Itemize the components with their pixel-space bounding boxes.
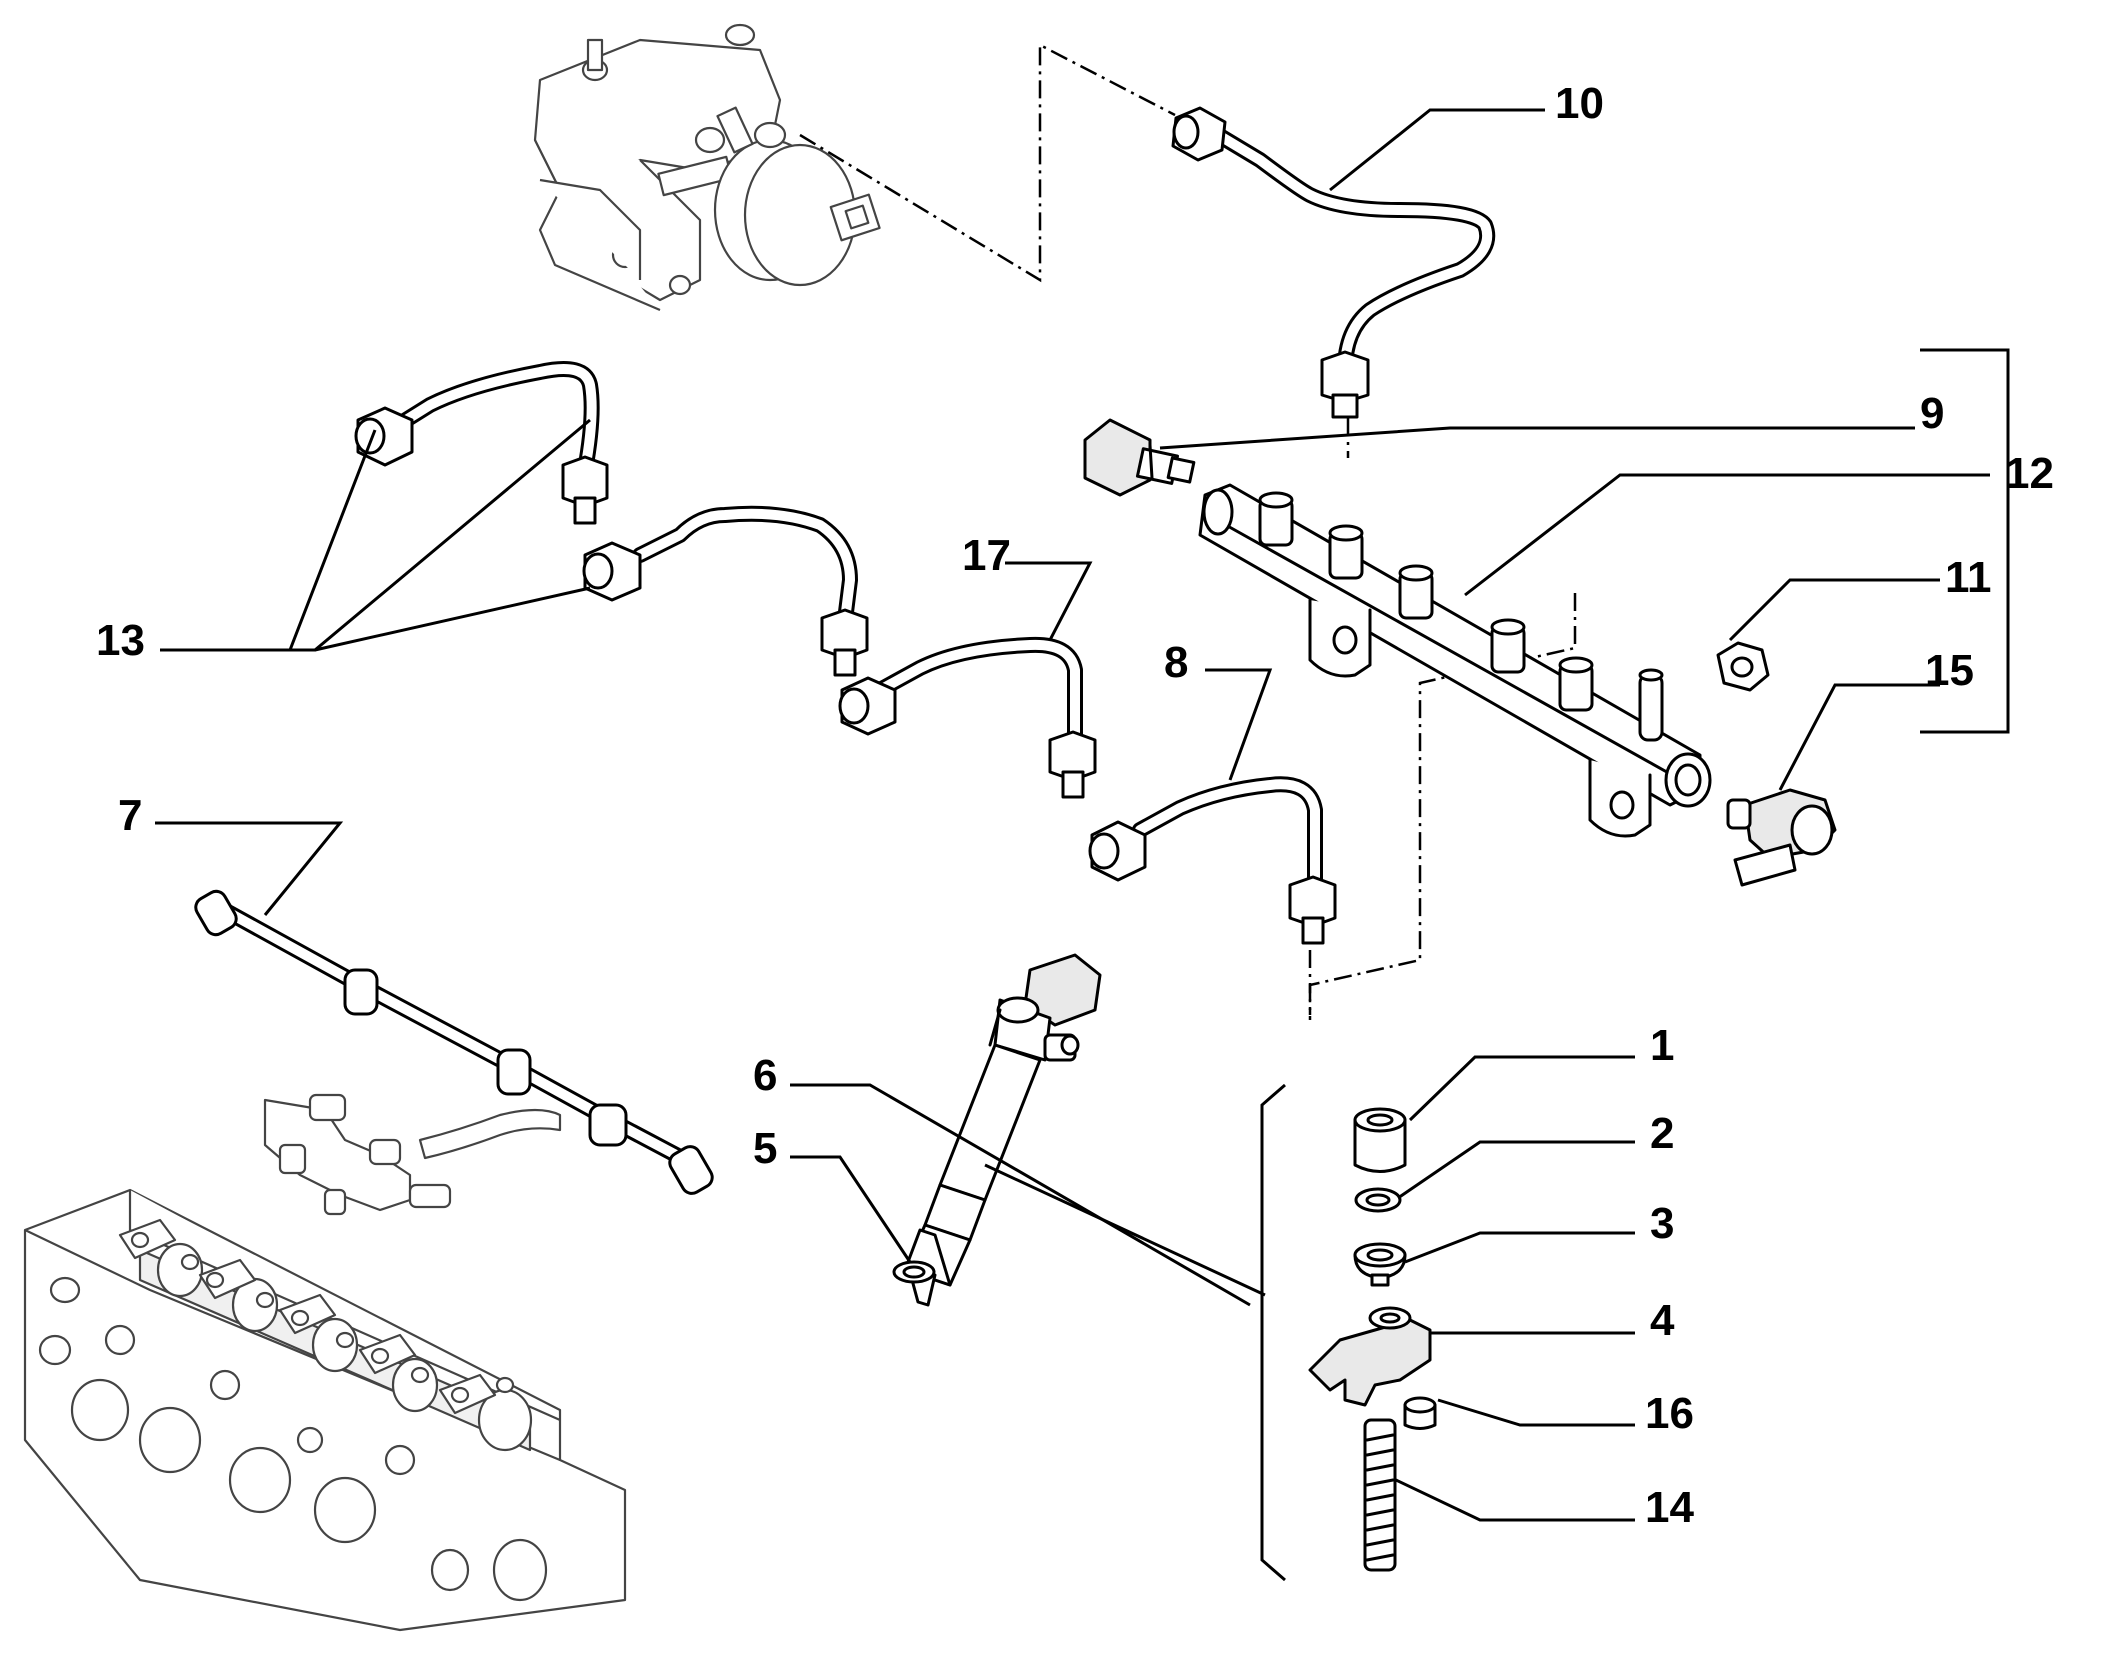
callout-8: 8 xyxy=(1164,638,1188,687)
clamp-group-bracket xyxy=(1260,1083,1286,1582)
callout-10: 10 xyxy=(1555,79,1604,128)
fuel-injector-6 xyxy=(903,953,1102,1307)
injector-clamp-4 xyxy=(1308,1306,1432,1407)
high-pressure-pump-ghost xyxy=(533,23,881,312)
spherical-washer-3 xyxy=(1353,1242,1407,1287)
callout-4: 4 xyxy=(1650,1296,1675,1345)
callout-11: 11 xyxy=(1945,553,1992,602)
callout-5: 5 xyxy=(753,1124,777,1173)
rail-pressure-sensor-9 xyxy=(1083,418,1196,497)
callout-3: 3 xyxy=(1650,1199,1674,1248)
common-rail-12 xyxy=(1198,483,1712,838)
cylinder-head-ghost xyxy=(23,1093,627,1632)
callout-17: 17 xyxy=(962,531,1011,580)
callout-15: 15 xyxy=(1925,646,1974,695)
callout-12: 12 xyxy=(2005,449,2054,498)
callout-16: 16 xyxy=(1645,1389,1694,1438)
callout-6: 6 xyxy=(753,1051,777,1100)
injector-pipe-17 xyxy=(838,636,1097,799)
cap-nut-11 xyxy=(1716,641,1770,692)
high-pressure-pipe-10 xyxy=(1171,106,1496,419)
pump-connection-line xyxy=(799,42,1176,283)
callout-9: 9 xyxy=(1920,389,1944,438)
fuel-return-line-7 xyxy=(194,889,714,1195)
stud-14 xyxy=(1363,1418,1397,1572)
injector-pipe-13a xyxy=(354,361,609,525)
callout-2: 2 xyxy=(1650,1109,1674,1158)
callout-14: 14 xyxy=(1645,1483,1694,1532)
injector-pipe-8 xyxy=(1088,776,1337,945)
callout-7: 7 xyxy=(118,791,142,840)
spacer-16 xyxy=(1403,1396,1437,1430)
callout-1: 1 xyxy=(1650,1021,1674,1070)
pressure-regulator-15 xyxy=(1726,788,1837,887)
copper-washer-5 xyxy=(892,1260,936,1284)
callout-13: 13 xyxy=(96,616,145,665)
washer-2 xyxy=(1354,1187,1402,1213)
injector-pipe-13b xyxy=(582,505,869,677)
rail-group-bracket xyxy=(1920,348,2010,734)
spacer-1 xyxy=(1353,1107,1407,1173)
leader-lines xyxy=(155,108,1990,1522)
